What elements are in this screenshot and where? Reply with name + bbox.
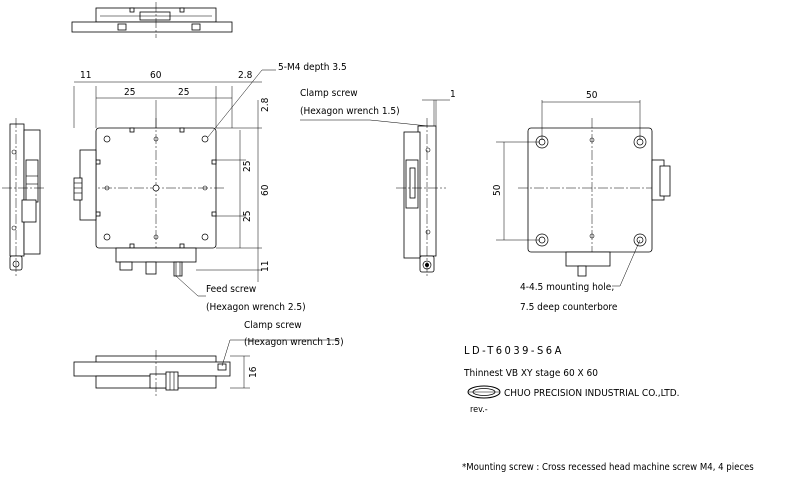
label-5-m4: 5-M4 depth 3.5 xyxy=(278,62,347,73)
dim-25-top-a: 25 xyxy=(124,87,135,98)
dim-11-top: 11 xyxy=(80,70,91,81)
title-block: LD-T6039-S6A Thinnest VB XY stage 60 X 6… xyxy=(463,344,680,415)
front-view xyxy=(73,339,340,396)
left-side-view xyxy=(2,118,46,276)
dim-2-8-right: 2.8 xyxy=(260,97,271,112)
label-mounting-hole: 4-4.5 mounting hole, xyxy=(520,282,614,293)
dim-25-right-a: 25 xyxy=(242,161,253,172)
company-name: CHUO PRECISION INDUSTRIAL CO.,LTD. xyxy=(504,388,680,399)
revision: rev.- xyxy=(470,405,488,415)
dim-25-top-b: 25 xyxy=(178,87,189,98)
main-top-view xyxy=(73,69,276,297)
footnote: *Mounting screw : Cross recessed head ma… xyxy=(462,462,754,473)
dim-60-top: 60 xyxy=(150,70,162,81)
dim-2-8-top: 2.8 xyxy=(238,70,253,81)
dim-50-vertical: 50 xyxy=(492,184,503,196)
label-clamp-screw-front: Clamp screw xyxy=(244,320,302,331)
dimension-labels: 11 60 25 25 2.8 2.8 25 60 25 11 1 50 50 … xyxy=(80,70,598,378)
dim-25-right-b: 25 xyxy=(242,211,253,222)
right-side-view xyxy=(300,99,450,278)
stage-description: Thinnest VB XY stage 60 X 60 xyxy=(463,368,598,379)
top-elevation-view xyxy=(71,2,233,38)
dim-60-right: 60 xyxy=(260,184,271,196)
dim-11-right: 11 xyxy=(260,261,271,272)
label-feed-screw: Feed screw xyxy=(206,284,256,295)
dim-1-side: 1 xyxy=(450,89,456,100)
callout-labels: 5-M4 depth 3.5 Clamp screw (Hexagon wren… xyxy=(206,62,618,348)
label-clamp-screw-side: Clamp screw xyxy=(300,88,358,99)
company-logo xyxy=(467,385,501,399)
dim-50-horizontal: 50 xyxy=(586,90,598,101)
label-clamp-wrench-side: (Hexagon wrench 1.5) xyxy=(300,106,400,117)
label-counterbore: 7.5 deep counterbore xyxy=(520,302,618,313)
label-clamp-wrench-front: (Hexagon wrench 1.5) xyxy=(244,337,344,348)
model-number: LD-T6039-S6A xyxy=(464,344,564,357)
dim-16-front: 16 xyxy=(248,366,259,378)
base-bottom-view xyxy=(496,100,671,287)
label-feed-wrench: (Hexagon wrench 2.5) xyxy=(206,302,306,313)
